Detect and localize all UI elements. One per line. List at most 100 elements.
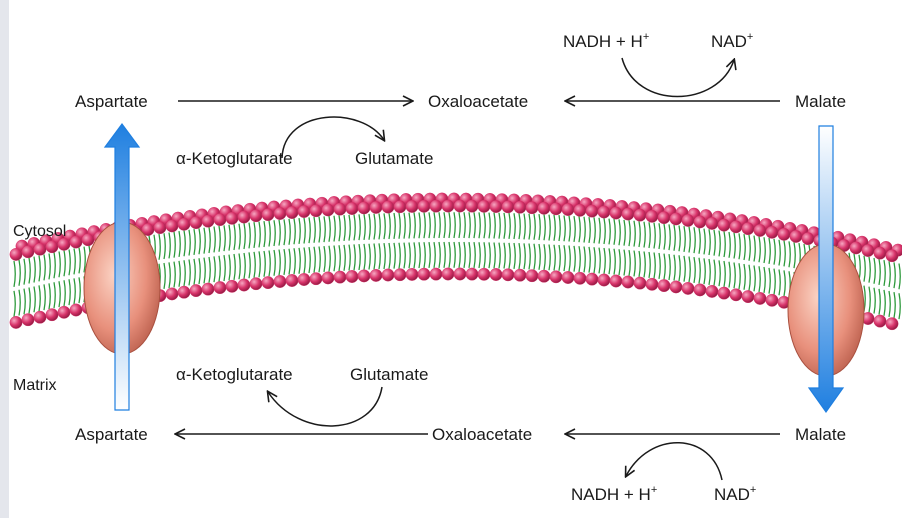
lipid-head <box>501 268 515 282</box>
lipid-head <box>285 274 299 287</box>
lipid-head <box>165 287 179 301</box>
lipid-tail <box>253 221 256 249</box>
lipid-tail <box>778 239 781 266</box>
lipid-tail <box>588 216 591 243</box>
lipid-tail <box>588 246 591 273</box>
lipid-tail <box>448 241 451 268</box>
lipid-head <box>681 213 695 227</box>
lipid-head <box>729 220 743 234</box>
lipid-tail <box>378 243 381 270</box>
lipid-tail <box>738 263 741 290</box>
lipid-tail <box>203 227 206 254</box>
lipid-head <box>405 267 419 281</box>
lipid-tail <box>333 215 336 242</box>
lipid-head <box>381 200 395 214</box>
lipid-tail <box>538 243 541 270</box>
lipid-tail <box>678 225 681 252</box>
lipid-tail <box>368 213 371 240</box>
lipid-head <box>561 203 575 216</box>
lipid-tail <box>503 242 506 269</box>
lipid-tail <box>503 212 506 239</box>
lipid-head <box>417 267 431 281</box>
lipid-tail <box>398 212 401 239</box>
lipid-tail <box>393 242 396 269</box>
lipid-head <box>597 205 611 219</box>
cytosol-transamination-curve <box>281 116 384 159</box>
lipid-tail <box>323 216 326 243</box>
lipid-head <box>273 207 287 220</box>
lipid-tail <box>258 221 261 248</box>
lipid-tail <box>688 226 691 253</box>
lipid-tail <box>893 292 896 319</box>
lipid-tail <box>333 245 336 272</box>
cytosol-glutamate-label: Glutamate <box>355 149 433 168</box>
lipid-head <box>657 279 671 292</box>
lipid-tail <box>213 256 216 283</box>
lipid-tail <box>73 278 76 305</box>
lipid-tail <box>868 256 871 283</box>
lipid-head <box>189 284 203 297</box>
lipid-tail <box>568 245 571 272</box>
lipid-tail <box>298 217 301 245</box>
lipid-tail <box>753 235 756 262</box>
lipid-tail <box>58 251 61 278</box>
lipid-head <box>669 212 683 226</box>
lipid-tail <box>738 233 741 260</box>
lipid-head <box>585 204 599 218</box>
cytosol-nad-label: NAD+ <box>711 31 753 51</box>
lipid-head <box>489 200 503 213</box>
lipid-tail <box>603 247 606 274</box>
lipid-tail <box>733 262 736 289</box>
lipid-head <box>213 281 227 294</box>
lipid-tail <box>628 249 631 277</box>
lipid-tail <box>683 225 686 253</box>
lipid-head <box>873 246 887 260</box>
lipid-head <box>441 267 455 281</box>
lipid-tail <box>533 243 536 270</box>
lipid-tail <box>783 270 786 297</box>
lipid-tail <box>723 260 726 287</box>
matrix-oxaloacetate-label: Oxaloacetate <box>432 425 532 444</box>
lipid-tail <box>533 213 536 240</box>
lipid-head <box>405 199 419 213</box>
lipid-tail <box>783 240 786 267</box>
lipid-tail <box>888 261 891 288</box>
lipid-tail <box>183 230 186 257</box>
lipid-tail <box>168 262 171 289</box>
lipid-head <box>429 199 443 213</box>
lipid-tail <box>228 254 231 281</box>
lipid-tail <box>473 242 476 269</box>
lipid-tail <box>488 242 491 269</box>
lipid-head <box>465 199 479 213</box>
lipid-head <box>69 303 83 317</box>
lipid-tail <box>793 242 796 269</box>
cytosol-malate-label: Malate <box>795 92 846 111</box>
lipid-head <box>369 268 383 282</box>
lipid-tail <box>418 212 421 239</box>
lipid-tail <box>648 222 651 249</box>
lipid-head <box>537 269 551 283</box>
lipid-tail <box>268 220 271 247</box>
lipid-tail <box>613 218 616 245</box>
lipid-head <box>609 274 623 288</box>
lipid-tail <box>243 223 246 250</box>
lipid-head <box>681 281 695 295</box>
lipid-tail <box>608 218 611 245</box>
lipid-head <box>753 223 767 237</box>
lipid-tail <box>353 244 356 271</box>
lipid-tail <box>708 229 711 256</box>
lipid-tail <box>28 287 31 314</box>
lipid-tail <box>348 214 351 241</box>
lipid-tail <box>408 212 411 239</box>
lipid-tail <box>418 242 421 269</box>
lipid-tail <box>673 254 676 281</box>
lipid-head <box>777 227 791 241</box>
lipid-tail <box>338 215 341 242</box>
lipid-tail <box>653 252 656 279</box>
lipid-head <box>669 280 683 294</box>
lipid-head <box>45 240 59 254</box>
lipid-tail <box>763 237 766 264</box>
lipid-head <box>33 242 47 256</box>
lipid-tail <box>233 253 236 280</box>
lipid-tail <box>173 231 176 258</box>
